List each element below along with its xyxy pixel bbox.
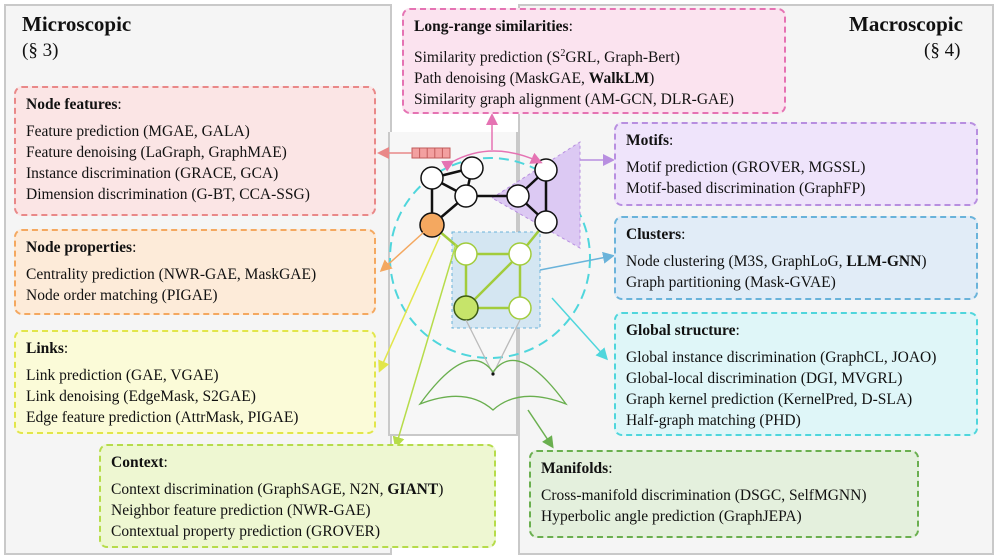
box-line: Instance discrimination (GRACE, GCA)	[26, 165, 279, 182]
box-line: Contextual property prediction (GROVER)	[111, 523, 381, 540]
box-line: Graph partitioning (Mask-GVAE)	[626, 274, 836, 291]
box-header: Context	[111, 454, 164, 471]
green-nodes	[453, 242, 532, 321]
clusters-box: Clusters: Node clustering (M3S, GraphLoG…	[614, 216, 978, 300]
box-line: Feature denoising (LaGraph, GraphMAE)	[26, 144, 287, 161]
global-structure-arrow	[551, 297, 609, 361]
box-header: Node features	[26, 96, 118, 113]
box-header: Manifolds	[541, 460, 609, 477]
long-range-arrow	[441, 150, 543, 172]
box-header: Node properties	[26, 239, 133, 256]
motifs-box: Motifs: Motif prediction (GROVER, MGSSL)…	[614, 122, 978, 206]
box-line: Feature prediction (MGAE, GALA)	[26, 123, 250, 140]
box-line: Similarity prediction (S2GRL, Graph-Bert…	[414, 48, 680, 67]
box-line: Half-graph matching (PHD)	[626, 412, 801, 429]
box-line: Global-local discrimination (DGI, MVGRL)	[626, 370, 903, 387]
context-box: Context: Context discrimination (GraphSA…	[99, 444, 496, 548]
box-line: Context discrimination (GraphSAGE, N2N, …	[111, 481, 444, 498]
links-box: Links: Link prediction (GAE, VGAE) Link …	[14, 330, 376, 434]
box-line: Cross-manifold discrimination (DSGC, Sel…	[541, 487, 867, 504]
manifolds-arrow	[527, 409, 554, 449]
feature-vector-icon	[411, 147, 451, 159]
long-range-similarities-box: Long-range similarities: Similarity pred…	[402, 8, 786, 114]
box-line: Dimension discrimination (G-BT, CCA-SSG)	[26, 186, 310, 203]
box-header: Long-range similarities	[414, 18, 569, 35]
box-header: Motifs	[626, 132, 670, 149]
box-header: Global structure	[626, 322, 736, 339]
manifolds-box: Manifolds: Cross-manifold discrimination…	[529, 450, 919, 538]
box-line: Motif prediction (GROVER, MGSSL)	[626, 159, 866, 176]
manifold-shape	[418, 319, 568, 411]
microscopic-title: Microscopic	[22, 12, 132, 36]
box-line: Edge feature prediction (AttrMask, PIGAE…	[26, 409, 299, 426]
box-line: Motif-based discrimination (GraphFP)	[626, 180, 866, 197]
box-line: Link prediction (GAE, VGAE)	[26, 367, 219, 384]
links-arrow	[378, 235, 441, 373]
box-line: Similarity graph alignment (AM-GCN, DLR-…	[414, 91, 734, 109]
box-line: Neighbor feature prediction (NWR-GAE)	[111, 502, 371, 519]
box-line: Centrality prediction (NWR-GAE, MaskGAE)	[26, 266, 317, 283]
node-properties-box: Node properties: Centrality prediction (…	[14, 229, 376, 315]
microscopic-section: (§ 3)	[22, 40, 59, 61]
box-header: Links	[26, 340, 64, 357]
box-header: Clusters	[626, 226, 682, 243]
macroscopic-section: (§ 4)	[924, 40, 961, 61]
clusters-arrow	[539, 251, 615, 271]
global-structure-box: Global structure: Global instance discri…	[614, 312, 978, 436]
node-properties-arrow	[379, 231, 425, 273]
box-line: Hyperbolic angle prediction (GraphJEPA)	[541, 508, 802, 525]
node-features-box: Node features: Feature prediction (MGAE,…	[14, 86, 376, 216]
box-line: Link denoising (EdgeMask, S2GAE)	[26, 388, 256, 405]
context-arrow	[392, 243, 457, 449]
box-line: Graph kernel prediction (KernelPred, D-S…	[626, 391, 913, 408]
box-line: Node clustering (M3S, GraphLoG, LLM-GNN)	[626, 253, 927, 270]
box-line: Global instance discrimination (GraphCL,…	[626, 349, 937, 366]
box-line: Path denoising (MaskGAE, WalkLM)	[414, 70, 655, 88]
box-line: Node order matching (PIGAE)	[26, 287, 218, 304]
macroscopic-title: Macroscopic	[849, 12, 963, 36]
